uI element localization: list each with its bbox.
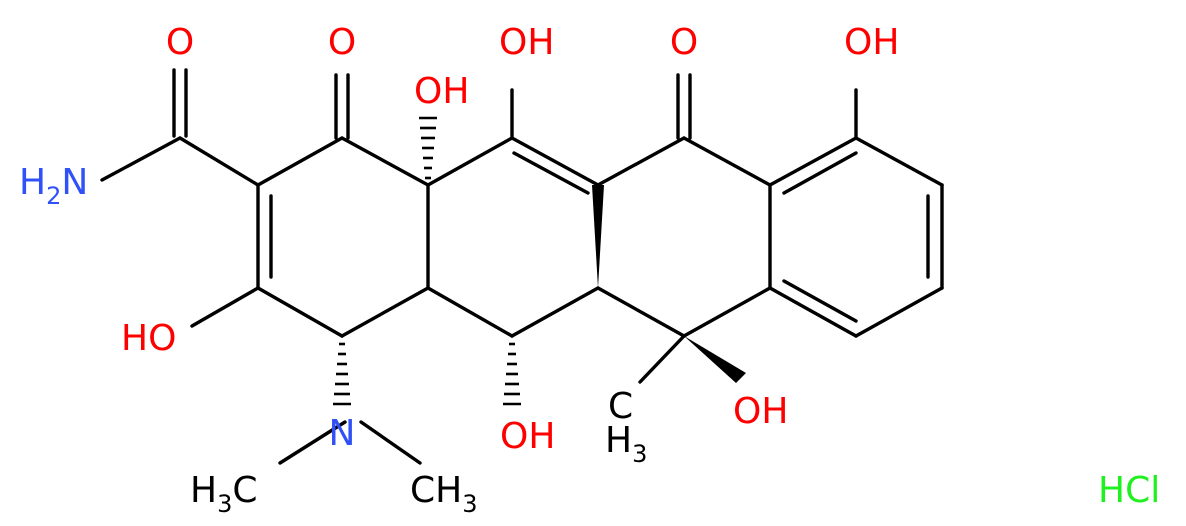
bond-c6-c5a xyxy=(596,286,686,338)
label-c1-oxygen: O xyxy=(328,22,356,63)
bond-d-5-inner xyxy=(782,279,858,323)
bond-amide-cn xyxy=(100,136,182,182)
bond-d-5 xyxy=(768,286,858,338)
bond-n-me-left xyxy=(278,420,347,465)
bond-d-2 xyxy=(854,136,944,187)
label-n-methyl-left: H3C xyxy=(190,470,258,518)
label-c9-hydroxyl: OH xyxy=(844,22,899,63)
hash-c5-oh xyxy=(503,342,521,406)
bond-c6a-c6 xyxy=(682,286,772,338)
label-c6-methyl-h3: H3 xyxy=(605,420,647,468)
bond-c11a-c10 xyxy=(596,136,686,187)
bond-n-me-right xyxy=(359,420,422,465)
label-c3-hydroxyl: HO xyxy=(121,318,176,359)
label-c6-hydroxyl: OH xyxy=(733,391,788,432)
label-c10-oxygen: O xyxy=(670,22,698,63)
label-hydrochloride: HCl xyxy=(1098,470,1160,511)
wedge-c6-oh xyxy=(684,336,746,383)
stereo-bonds xyxy=(333,116,746,406)
bond-c2-camide xyxy=(178,136,260,187)
bond-d-4 xyxy=(854,286,944,338)
bond-d-1 xyxy=(768,136,858,187)
hash-c4-n xyxy=(333,342,351,406)
label-amide-nh2: H2N xyxy=(19,162,88,210)
label-dimethylamino-nitrogen: N xyxy=(329,413,356,454)
bond-c6-methyl xyxy=(638,334,686,384)
label-c5-hydroxyl: OH xyxy=(500,416,555,457)
label-c11-hydroxyl: OH xyxy=(499,22,554,63)
bond-c12-c11a-double xyxy=(512,151,590,195)
atom-labels: O H2N O OH OH O OH HO N H3C CH3 OH C H3 … xyxy=(19,22,1160,518)
bond-d-1-inner xyxy=(782,151,858,195)
bond-c4-c3 xyxy=(256,286,344,338)
label-c6-methyl-c: C xyxy=(608,386,633,427)
bond-c1-c12a xyxy=(340,136,430,187)
bond-c12-c11a xyxy=(510,136,600,187)
bond-c2-c1 xyxy=(256,136,344,187)
label-amide-oxygen: O xyxy=(166,22,194,63)
label-c12a-hydroxyl: OH xyxy=(414,71,469,112)
hash-c12a-oh xyxy=(419,116,437,180)
bond-c3-oh xyxy=(190,286,260,328)
bonds xyxy=(100,68,944,465)
bond-c12a-c12 xyxy=(426,136,514,187)
bond-c5-c4a xyxy=(426,286,514,338)
bond-c4a-c4 xyxy=(340,286,430,338)
bond-c10-c10a xyxy=(682,136,772,187)
label-n-methyl-right: CH3 xyxy=(410,470,478,518)
wedge-c5a-c11a xyxy=(592,185,604,288)
bond-c5a-c5 xyxy=(510,286,600,338)
